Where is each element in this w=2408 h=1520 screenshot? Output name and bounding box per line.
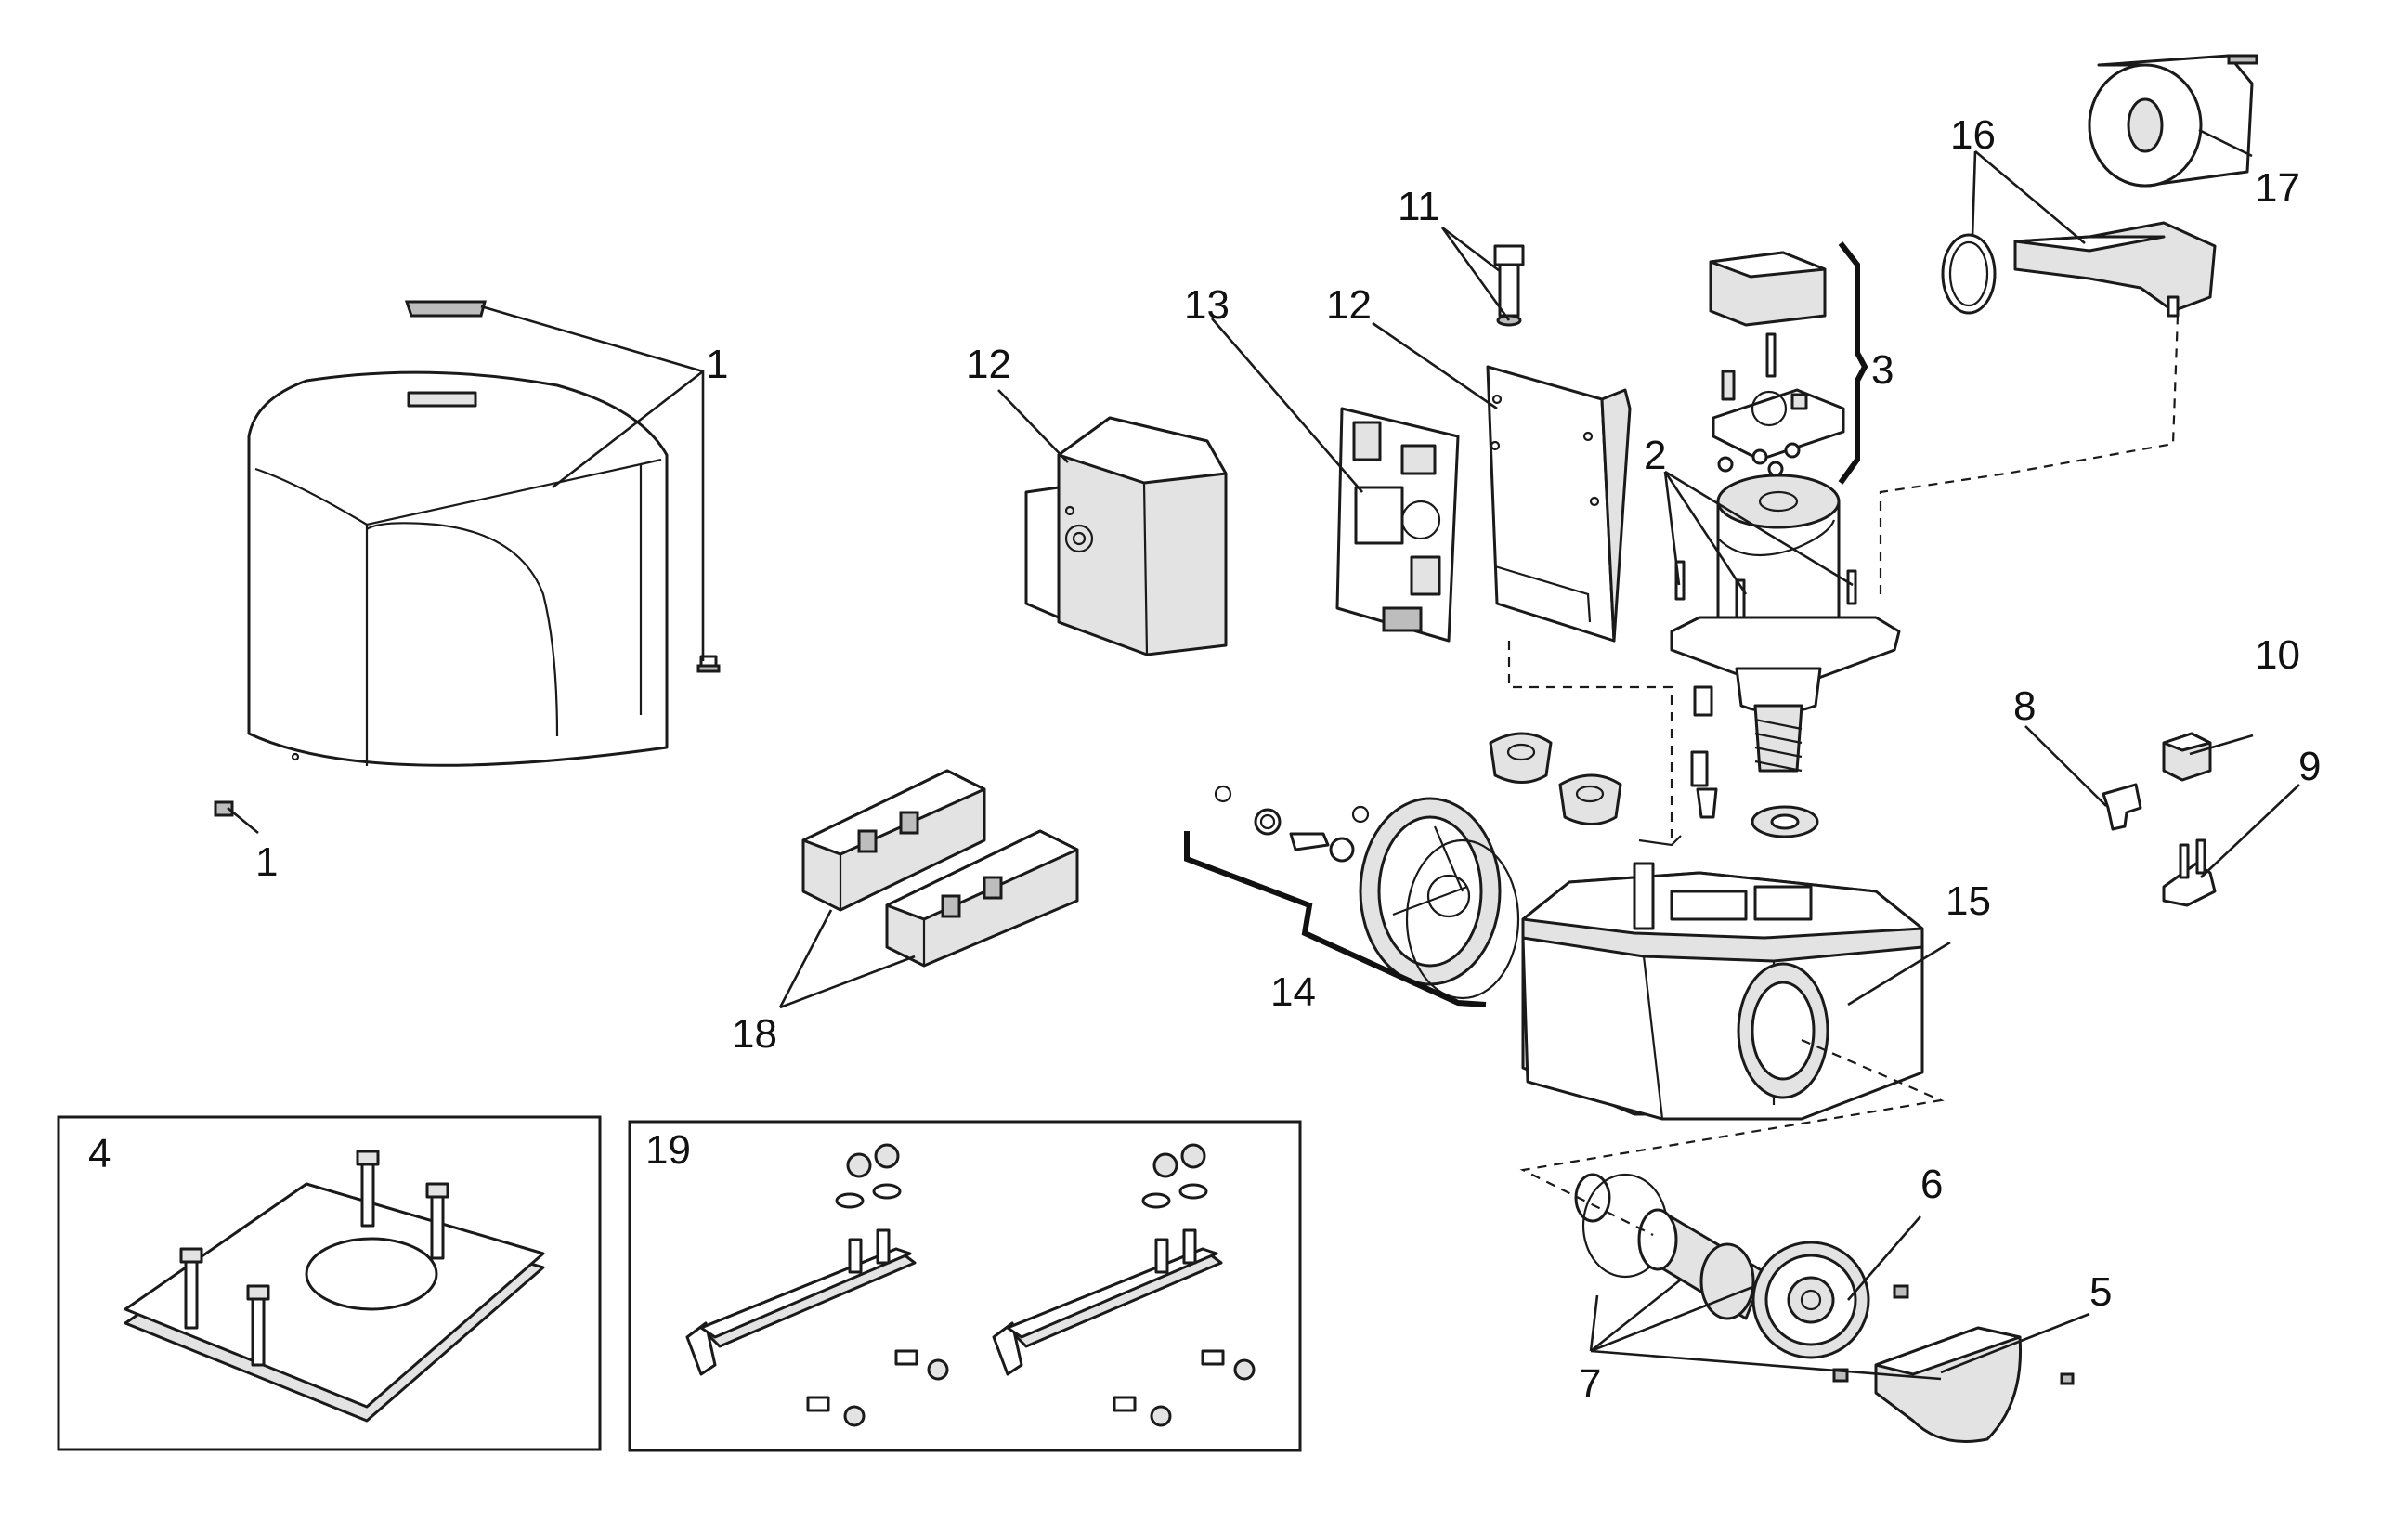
- callout-1-screw: 1: [255, 839, 278, 885]
- callout-9: 9: [2298, 744, 2321, 789]
- bracket-3: [1838, 241, 1868, 485]
- part-7-shaft-assembly: [1574, 1173, 1766, 1320]
- callout-18: 18: [732, 1011, 777, 1057]
- part-18-stoppers: [801, 769, 1079, 968]
- callout-3: 3: [1871, 347, 1894, 393]
- part-12-control-box: [1024, 416, 1228, 656]
- part-6-pinion-gear: [1751, 1241, 1870, 1359]
- callout-15: 15: [1946, 878, 1991, 924]
- part-15-gearbox-housing: [1521, 862, 1924, 1121]
- callout-11: 11: [1398, 184, 1440, 229]
- part-16-clip-and-ring: [1941, 221, 2217, 318]
- part-5-gear-guard: [1832, 1284, 2075, 1443]
- alignment-dashed-lines: [1507, 315, 2180, 1236]
- callout-13: 13: [1184, 282, 1230, 328]
- part-8-bracket-clip: [2102, 783, 2142, 831]
- callout-17: 17: [2255, 165, 2300, 211]
- part-13-pcb-board: [1335, 407, 1460, 643]
- callout-2: 2: [1644, 433, 1666, 478]
- callout-10: 10: [2255, 632, 2300, 678]
- part-10-magnet-block: [2162, 732, 2212, 782]
- callout-19: 19: [645, 1127, 691, 1173]
- part-3-motor-cap: [1709, 251, 1845, 477]
- part-12-mounting-plate: [1486, 365, 1632, 643]
- callout-14: 14: [1270, 969, 1316, 1015]
- callout-4: 4: [88, 1131, 111, 1176]
- panel-4-box: [57, 1115, 602, 1451]
- callout-labels: 1 1 2 3 4 5 6 7 8 9 10 11 12 12 13 14 15…: [88, 112, 2321, 1407]
- callout-16: 16: [1950, 112, 1996, 158]
- small-fittings: [1638, 685, 1819, 847]
- callout-8: 8: [2013, 683, 2036, 729]
- leader-lines: [227, 128, 2300, 1381]
- part-19-bracket-left: [685, 1143, 949, 1427]
- part-9-sensor-bracket: [2162, 838, 2217, 907]
- part-19-bracket-right: [992, 1143, 1256, 1427]
- callout-5: 5: [2089, 1269, 2112, 1315]
- callout-1-cover: 1: [706, 342, 728, 387]
- part-2-motor: [1670, 474, 1901, 773]
- part-14-seal-kit: [1214, 732, 1622, 1000]
- part-11-bolt: [1493, 244, 1525, 327]
- callout-12-plate: 12: [1326, 282, 1372, 328]
- bracket-14: [1184, 831, 1487, 1007]
- part-1-screw-left: [214, 800, 234, 817]
- part-1-screw-right: [696, 655, 721, 673]
- callout-7: 7: [1579, 1361, 1601, 1407]
- part-17-magnet: [2088, 54, 2258, 188]
- part-4-base-plate: [124, 1150, 545, 1423]
- callout-6: 6: [1920, 1162, 1943, 1207]
- part-1-cover: [247, 300, 669, 767]
- panel-19-box: [628, 1120, 1302, 1452]
- callout-12-box: 12: [966, 342, 1011, 387]
